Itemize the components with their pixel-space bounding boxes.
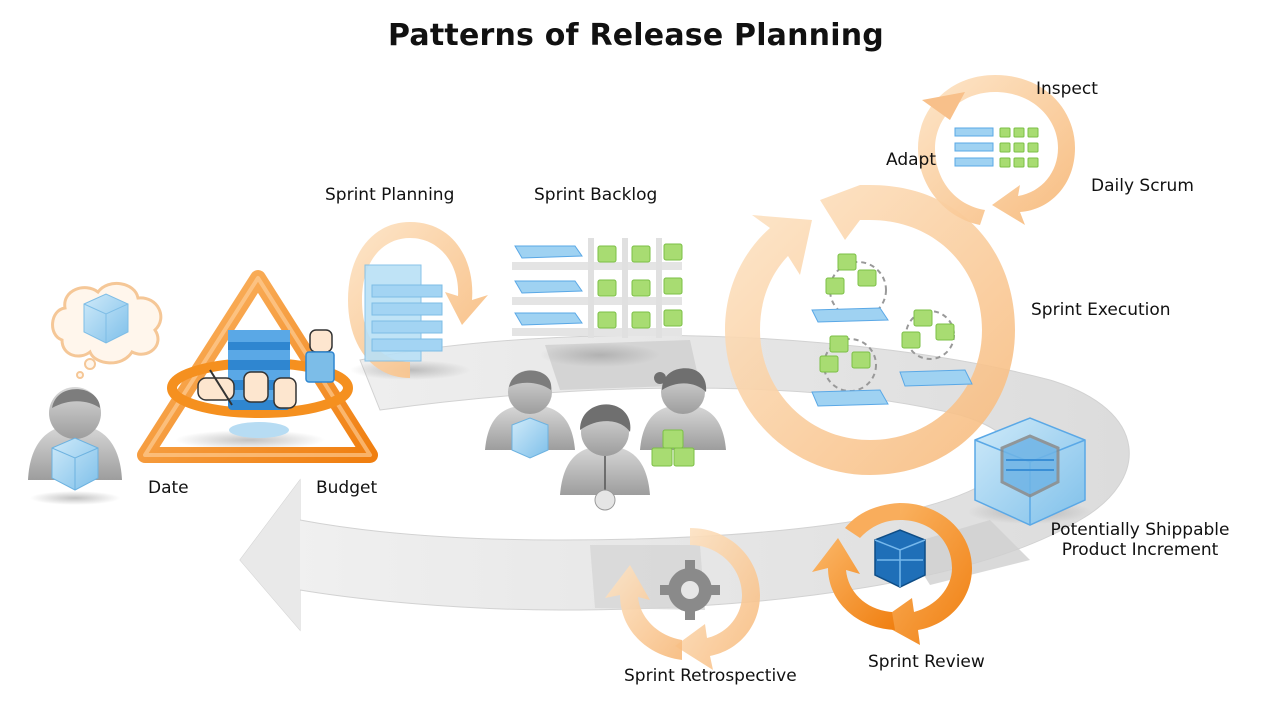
label-sprint-retrospective: Sprint Retrospective bbox=[624, 666, 797, 686]
planning-poker-hands-icon bbox=[197, 329, 335, 409]
team-member-1-icon bbox=[485, 370, 575, 459]
label-potentially-shippable: Potentially Shippable Product Increment bbox=[1040, 520, 1240, 560]
sprint-review-increment-icon bbox=[874, 529, 926, 588]
thought-bubble-icon bbox=[51, 282, 163, 379]
sprint-backlog-board-icon bbox=[512, 238, 683, 367]
label-adapt: Adapt bbox=[886, 150, 936, 170]
page-title: Patterns of Release Planning bbox=[388, 18, 884, 53]
sprint-execution-cycle-icon bbox=[725, 185, 1015, 475]
daily-scrum-cycle-icon bbox=[918, 75, 1075, 225]
gear-icon bbox=[660, 560, 720, 620]
sprint-review-cycle-icon bbox=[812, 503, 972, 645]
team-member-2-icon bbox=[560, 404, 650, 511]
label-sprint-review: Sprint Review bbox=[868, 652, 985, 672]
label-daily-scrum: Daily Scrum bbox=[1091, 176, 1194, 196]
label-sprint-planning: Sprint Planning bbox=[325, 185, 455, 205]
sprint-planning-cycle-icon bbox=[348, 222, 488, 380]
flow-arrowhead bbox=[240, 480, 300, 630]
team-member-3-icon bbox=[640, 368, 726, 467]
label-date: Date bbox=[148, 478, 189, 498]
label-potentially-shippable-line2: Product Increment bbox=[1061, 540, 1219, 560]
label-sprint-execution: Sprint Execution bbox=[1031, 300, 1171, 320]
label-budget: Budget bbox=[316, 478, 378, 498]
product-owner-person-icon bbox=[28, 387, 122, 505]
label-potentially-shippable-line1: Potentially Shippable bbox=[1050, 520, 1230, 540]
label-inspect: Inspect bbox=[1036, 79, 1098, 99]
label-sprint-backlog: Sprint Backlog bbox=[534, 185, 658, 205]
sprint-retrospective-cycle-icon bbox=[605, 528, 760, 670]
development-team-icon bbox=[485, 368, 726, 511]
release-triangle-icon bbox=[137, 270, 378, 463]
product-increment-cube-icon bbox=[968, 417, 1092, 526]
